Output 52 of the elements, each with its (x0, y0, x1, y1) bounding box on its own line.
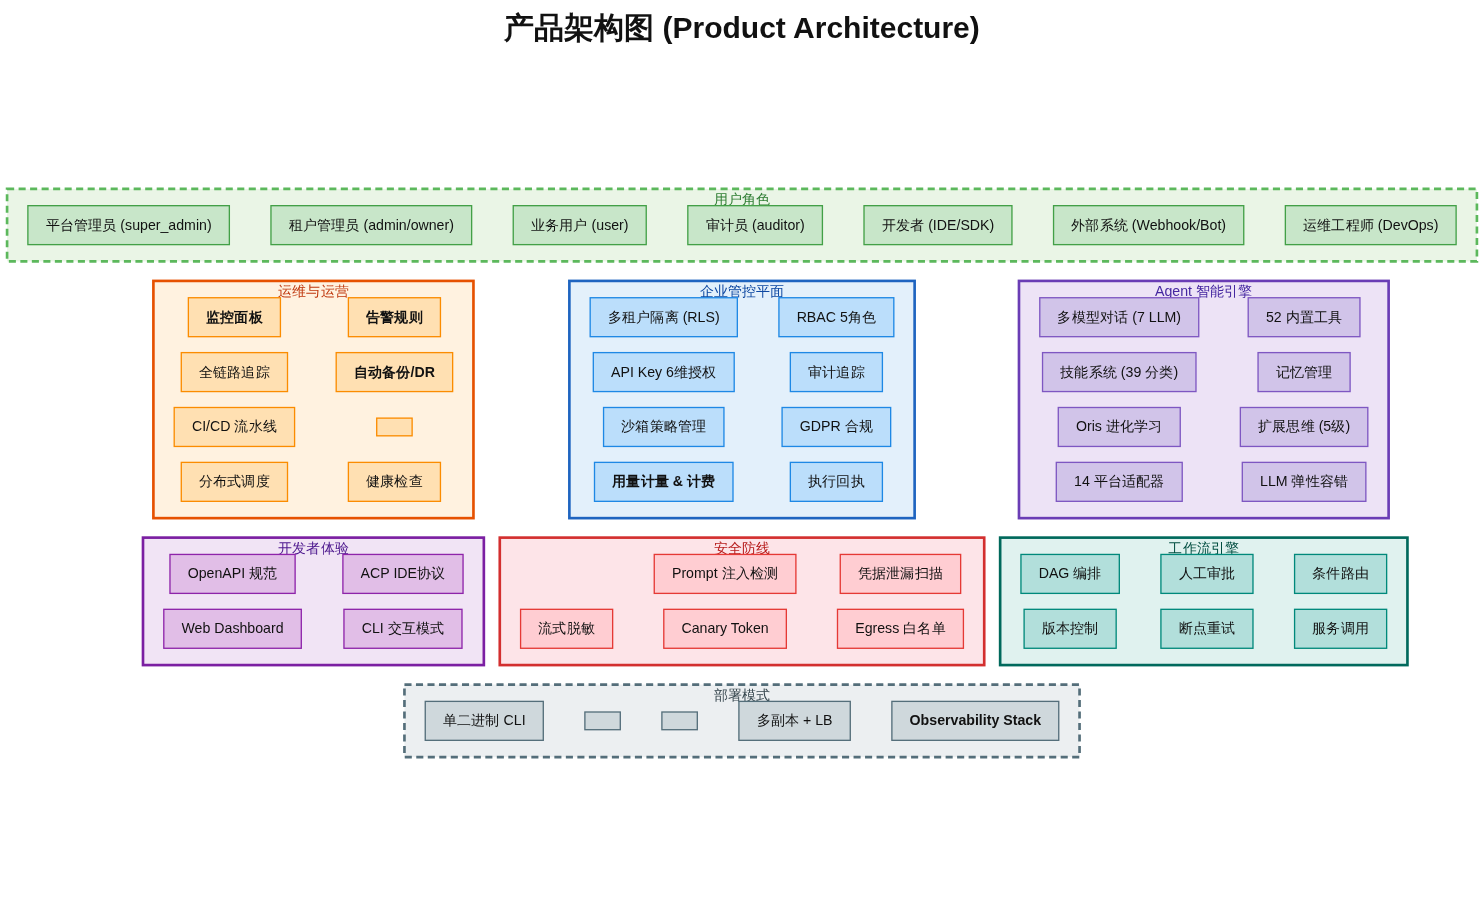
diagram-title: 产品架构图 (Product Architecture) (503, 10, 981, 46)
node-box: RBAC 5角色 (778, 297, 895, 338)
node-box: 审计追踪 (789, 351, 884, 393)
node-box (376, 417, 413, 437)
node-box: 监控面板 (187, 297, 282, 338)
node-box: 凭据泄漏扫描 (839, 553, 962, 595)
node-box: Oris 进化学习 (1057, 406, 1181, 448)
node-box: 断点重试 (1160, 608, 1254, 649)
node-box: DAG 编排 (1020, 553, 1120, 595)
node-box: API Key 6维授权 (592, 351, 735, 393)
node-box: 健康检查 (347, 461, 442, 502)
node-box: 流式脱敏 (519, 608, 614, 649)
node-box: 14 平台适配器 (1055, 461, 1183, 502)
node-box: 多模型对话 (7 LLM) (1039, 297, 1200, 338)
node-box: 告警规则 (347, 297, 442, 338)
node-box: Egress 白名单 (836, 608, 965, 649)
node-box: 多租户隔离 (RLS) (589, 297, 738, 338)
node-box: 业务用户 (user) (512, 205, 647, 246)
node-box: GDPR 合规 (781, 406, 892, 448)
node-box: 全链路追踪 (180, 351, 289, 393)
node-box: Observability Stack (891, 700, 1060, 741)
node-box: 单二进制 CLI (424, 700, 544, 741)
node-box: CLI 交互模式 (343, 608, 463, 649)
node-box: 分布式调度 (180, 461, 289, 502)
node-box: 自动备份/DR (335, 351, 454, 393)
node-box: 52 内置工具 (1247, 297, 1361, 338)
node-box: 技能系统 (39 分类) (1041, 351, 1197, 393)
node-box: Web Dashboard (163, 608, 302, 649)
node-box: 运维工程师 (DevOps) (1284, 205, 1457, 246)
node-box: 开发者 (IDE/SDK) (863, 205, 1013, 246)
node-box: 外部系统 (Webhook/Bot) (1052, 205, 1245, 246)
node-box: 平台管理员 (super_admin) (27, 205, 231, 246)
node-box: 沙箱策略管理 (602, 406, 725, 448)
node-box: 记忆管理 (1257, 351, 1351, 393)
node-box: 用量计量 & 计费 (593, 461, 734, 502)
node-box: 版本控制 (1023, 608, 1117, 649)
node-box (584, 711, 621, 731)
node-box: Prompt 注入检测 (653, 553, 797, 595)
node-box: LLM 弹性容错 (1241, 461, 1367, 502)
node-box: Canary Token (663, 608, 787, 649)
node-box: 多副本 + LB (738, 700, 851, 741)
node-box: 执行回执 (789, 461, 884, 502)
node-box: 扩展思维 (5级) (1239, 406, 1369, 448)
node-box: 人工审批 (1160, 553, 1254, 595)
node-box: 审计员 (auditor) (687, 205, 824, 246)
node-box: 服务调用 (1293, 608, 1388, 649)
node-box: ACP IDE协议 (342, 553, 464, 595)
node-box: CI/CD 流水线 (173, 406, 296, 448)
node-box (661, 711, 698, 731)
node-box: 条件路由 (1293, 553, 1388, 595)
node-box: OpenAPI 规范 (169, 553, 296, 595)
node-box: 租户管理员 (admin/owner) (270, 205, 473, 246)
